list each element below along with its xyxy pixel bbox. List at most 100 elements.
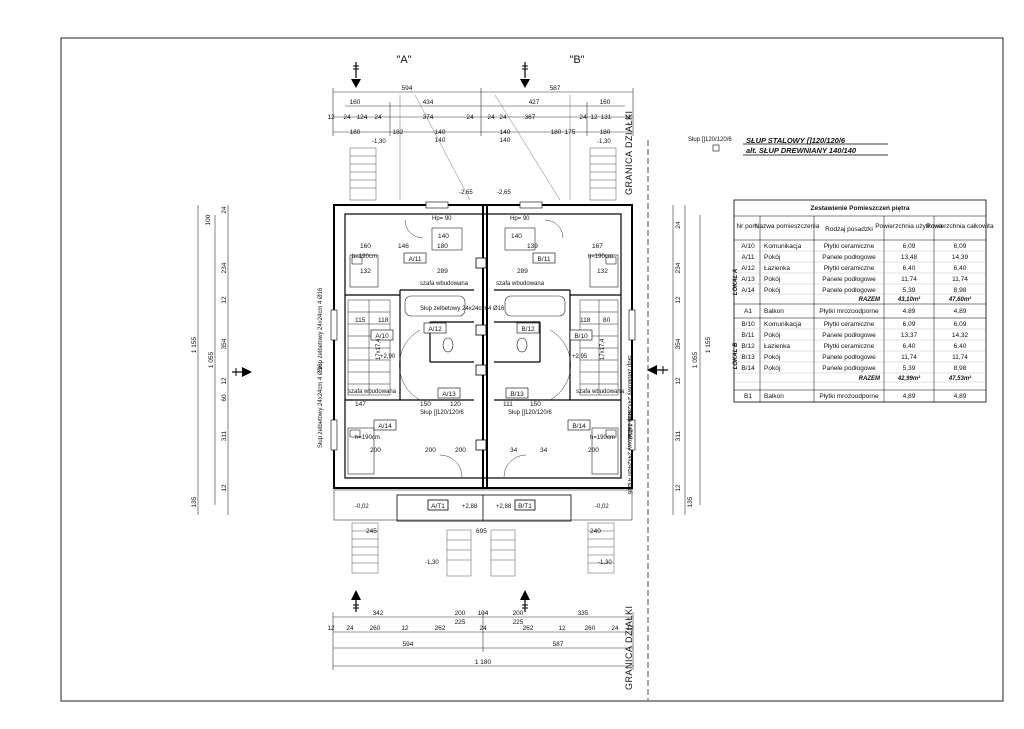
dim-top-160-a: 160: [350, 99, 361, 106]
terrace-outline: [333, 489, 633, 521]
svg-text:140: 140: [438, 233, 449, 240]
svg-text:4,89: 4,89: [954, 393, 967, 400]
svg-text:146: 146: [398, 243, 409, 250]
svg-text:42,99m²: 42,99m²: [897, 375, 921, 382]
door-arcs: [399, 219, 571, 478]
stairs-note-right: 17x17,4: [600, 338, 606, 360]
level-bottom-right: -1,30: [598, 560, 612, 566]
svg-text:Płytki mrozoodporne: Płytki mrozoodporne: [819, 308, 879, 315]
boundary-label-top: GRANICA DZIAŁKI: [624, 110, 634, 195]
top-dimensions: [332, 88, 634, 136]
svg-text:Łazienka: Łazienka: [764, 265, 790, 272]
svg-text:4,89: 4,89: [903, 308, 916, 315]
svg-text:B/14: B/14: [741, 365, 755, 372]
svg-text:200: 200: [588, 447, 599, 454]
svg-text:6,40: 6,40: [954, 265, 967, 272]
hp-right: Hp= 90: [510, 216, 530, 222]
svg-text:60: 60: [221, 394, 228, 402]
height-note-left: h=190cm: [352, 254, 377, 260]
balcony: [396, 494, 572, 522]
table-rows-b: B/10 Komunikacja Płytki ceramiczne 6,09 …: [741, 321, 972, 400]
right-dimension-lines: [672, 205, 701, 515]
hp-left: Hp= 90: [432, 216, 452, 222]
svg-text:6,40: 6,40: [903, 265, 916, 272]
table-rows-a: A/10 Komunikacja Płytki ceramiczne 6,09 …: [741, 243, 972, 315]
room-label-b10: B/10: [574, 333, 588, 340]
svg-text:12: 12: [590, 114, 598, 121]
dim-top-434: 434: [423, 99, 434, 106]
section-label-b: "B": [569, 54, 584, 66]
svg-text:47,60m²: 47,60m²: [948, 296, 972, 303]
boundary-label-bottom: GRANICA DZIAŁKI: [624, 605, 634, 690]
svg-text:12: 12: [558, 625, 566, 632]
steel-posts: [475, 257, 487, 451]
dim-top-594: 594: [402, 85, 413, 92]
room-label-a12: A/12: [428, 326, 442, 333]
inner-walls: [344, 213, 622, 479]
dim-top-427: 427: [529, 99, 540, 106]
svg-text:139: 139: [527, 243, 538, 250]
dim-balcony-245: 245: [366, 528, 377, 535]
svg-text:335: 335: [578, 610, 589, 617]
svg-text:B/12: B/12: [741, 343, 755, 350]
svg-text:150: 150: [420, 401, 431, 408]
svg-text:Płytki mrozoodporne: Płytki mrozoodporne: [819, 393, 879, 400]
sheet-frame: [60, 37, 1004, 702]
level-terrace-left: -0,02: [355, 504, 369, 510]
svg-text:200: 200: [425, 447, 436, 454]
svg-text:4,89: 4,89: [954, 308, 967, 315]
room-label-a10: A/10: [375, 333, 389, 340]
right-dimension-text: 24 234 12 354 12 311 12 135 1 155 1 055: [675, 221, 712, 507]
room-label-a13: A/13: [442, 391, 456, 398]
svg-text:Komunikacja: Komunikacja: [764, 243, 802, 250]
svg-text:A/10: A/10: [741, 243, 755, 250]
rooms-table: Zestawienie Pomieszczeń piętra Nr pom. N…: [733, 199, 994, 403]
level-mid-left: -2,65: [459, 190, 473, 196]
svg-text:A1: A1: [744, 308, 752, 315]
svg-text:24: 24: [675, 221, 682, 229]
svg-text:167: 167: [592, 243, 603, 250]
roof-lines: [399, 94, 571, 201]
svg-text:Pokój: Pokój: [764, 332, 780, 339]
svg-text:311: 311: [221, 430, 228, 441]
wardrobe-note-right-2: szafa wbudowana: [576, 389, 625, 395]
svg-text:182: 182: [393, 129, 404, 136]
svg-text:Panele podłogowe: Panele podłogowe: [822, 332, 876, 339]
svg-text:11,74: 11,74: [952, 276, 968, 283]
svg-text:B/13: B/13: [741, 354, 755, 361]
svg-text:24: 24: [374, 114, 382, 121]
wardrobe-note-left: szafa wbudowana: [420, 281, 469, 287]
svg-text:Panele podłogowe: Panele podłogowe: [822, 287, 876, 294]
bottom-dimension-lines: [332, 612, 634, 670]
table-header-floor: Rodzaj posadzki: [825, 226, 873, 233]
svg-text:6,09: 6,09: [954, 243, 967, 250]
level-terrace-right: -0,02: [595, 504, 609, 510]
svg-text:200: 200: [455, 610, 466, 617]
svg-text:289: 289: [517, 268, 528, 275]
svg-text:180: 180: [437, 243, 448, 250]
svg-text:374: 374: [423, 114, 434, 121]
svg-text:13,48: 13,48: [901, 254, 918, 261]
windows: [330, 201, 636, 451]
level-mid-right: -2,65: [497, 190, 511, 196]
svg-text:Płytki ceramiczne: Płytki ceramiczne: [824, 265, 875, 272]
table-row: A/10 Komunikacja Płytki ceramiczne 6,09 …: [741, 243, 966, 250]
table-row-total: RAZEM 43,10m² 47,60m²: [859, 296, 973, 303]
svg-text:180: 180: [600, 129, 611, 136]
svg-text:4,89: 4,89: [903, 393, 916, 400]
svg-text:1 055: 1 055: [692, 351, 699, 368]
svg-text:1 055: 1 055: [208, 351, 215, 368]
svg-text:6,09: 6,09: [954, 321, 967, 328]
svg-text:Płytki ceramiczne: Płytki ceramiczne: [824, 243, 875, 250]
svg-text:12: 12: [221, 296, 228, 304]
level-top-left: -1,30: [372, 139, 386, 145]
bottom-dims-row2: 12 24 260 12 262 24 262 12 260 24 12: [327, 625, 634, 632]
svg-text:1 155: 1 155: [705, 336, 712, 353]
svg-text:Panele podłogowe: Panele podłogowe: [822, 365, 876, 372]
dim-balcony-695: 695: [476, 528, 487, 535]
svg-text:Pokój: Pokój: [764, 365, 780, 372]
bed-right: [589, 254, 619, 288]
table-header-nr: Nr pom.: [736, 223, 759, 230]
stair-right: [579, 299, 619, 396]
